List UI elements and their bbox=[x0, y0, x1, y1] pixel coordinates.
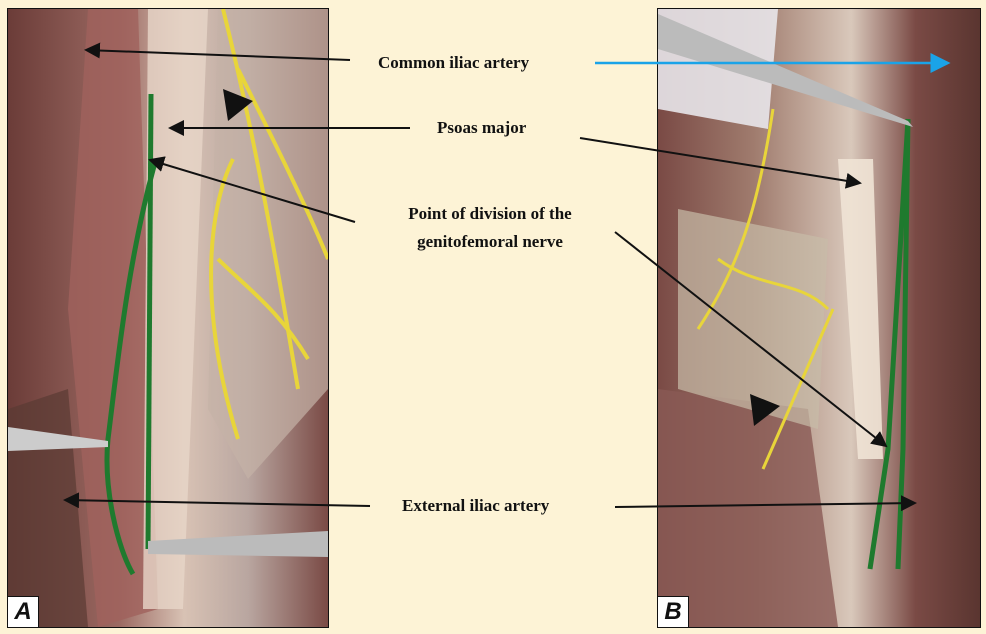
panel-label-b: B bbox=[658, 596, 689, 627]
arrow-division-a bbox=[148, 156, 356, 223]
arrow-division-b bbox=[614, 231, 888, 448]
arrow-psoas-b bbox=[579, 137, 862, 189]
label-psoas-major: Psoas major bbox=[437, 118, 527, 137]
arrow-common-iliac-a bbox=[84, 42, 351, 61]
photo-b-illustration bbox=[658, 9, 980, 627]
arrow-external-iliac-a bbox=[63, 492, 371, 509]
yellow-nerves bbox=[696, 108, 835, 470]
label-division-line1: Point of division of the bbox=[408, 204, 572, 223]
arrowhead-marker bbox=[750, 394, 780, 426]
photo-a-illustration bbox=[8, 9, 328, 627]
green-nerve bbox=[867, 118, 911, 570]
label-external-iliac-artery: External iliac artery bbox=[402, 496, 550, 515]
panel-label-a: A bbox=[8, 596, 39, 627]
arrowhead-marker bbox=[223, 89, 253, 121]
dissection-photo-a: A bbox=[7, 8, 329, 628]
arrow-external-iliac-b bbox=[614, 495, 917, 512]
yellow-nerves bbox=[209, 9, 328, 440]
label-division-line2: genitofemoral nerve bbox=[417, 232, 563, 251]
dissection-photo-b: B bbox=[657, 8, 981, 628]
label-common-iliac-artery: Common iliac artery bbox=[378, 53, 530, 72]
